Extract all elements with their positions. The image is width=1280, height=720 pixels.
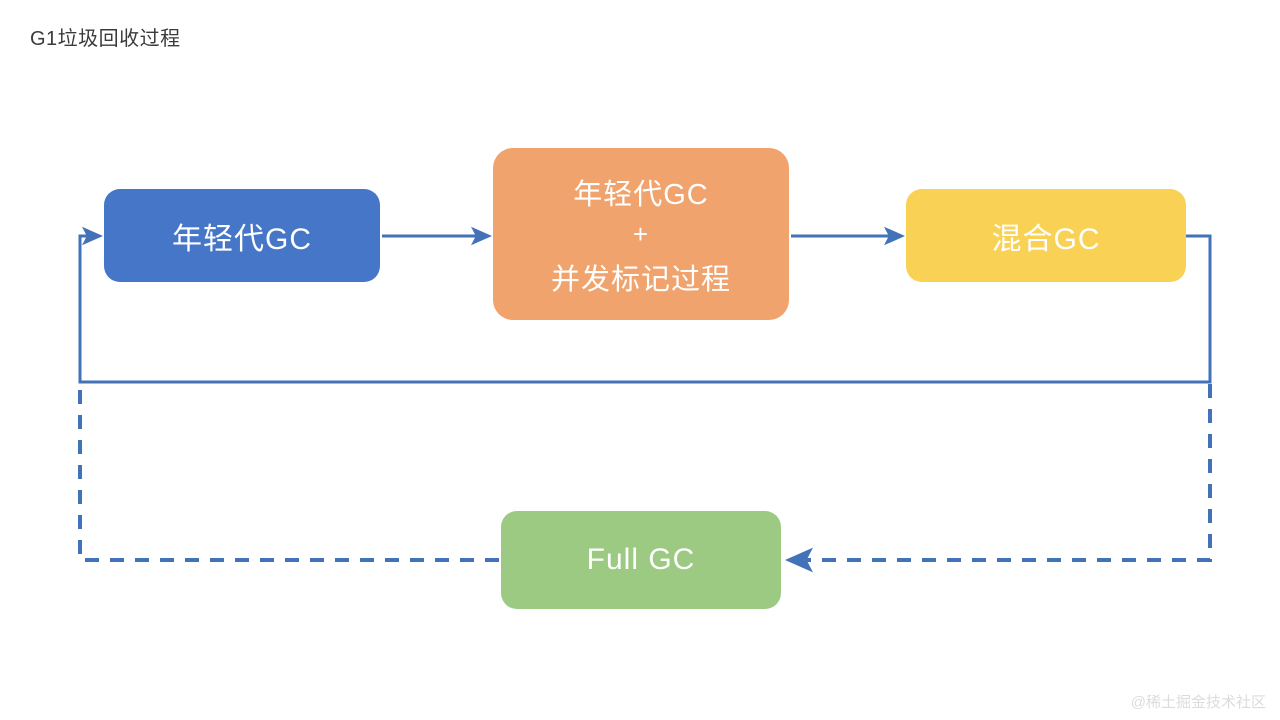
node-young-gc-concurrent-plus: +	[632, 218, 650, 249]
watermark: @稀土掘金技术社区	[1130, 694, 1266, 711]
connector-full-gc-to-young	[78, 384, 499, 562]
node-young-gc-concurrent-mark[interactable]: 年轻代GC + 并发标记过程	[493, 148, 789, 320]
node-full-gc[interactable]: Full GC	[501, 511, 781, 609]
node-mixed-gc-label: 混合GC	[991, 222, 1101, 256]
page-title: G1垃圾回收过程	[30, 28, 181, 50]
connector-mixed-to-full-gc	[785, 384, 1212, 573]
node-mixed-gc[interactable]: 混合GC	[906, 189, 1186, 282]
node-young-gc-concurrent-line3: 并发标记过程	[550, 263, 731, 296]
node-young-gc-label: 年轻代GC	[172, 222, 312, 256]
node-full-gc-label: Full GC	[586, 543, 696, 576]
node-young-gc-concurrent-line1: 年轻代GC	[573, 178, 709, 211]
node-young-gc[interactable]: 年轻代GC	[104, 189, 380, 282]
